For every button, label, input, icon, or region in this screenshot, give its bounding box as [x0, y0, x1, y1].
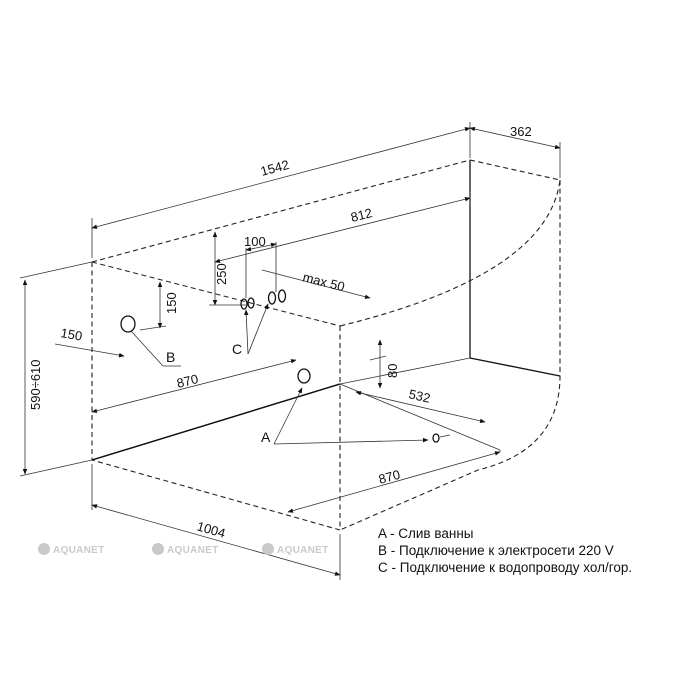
- dim-depth-side: 362: [469, 124, 561, 178]
- svg-text:AQUANET: AQUANET: [277, 545, 329, 556]
- dim-mixer-offset: 812: [214, 192, 471, 263]
- svg-text:AQUANET: AQUANET: [53, 545, 105, 556]
- dim-1004: 1004: [195, 518, 227, 540]
- legend-item-b: B - Подключение к электросети 220 V: [378, 543, 614, 558]
- dim-tap-spacing: 100: [244, 234, 277, 298]
- svg-text:AQUANET: AQUANET: [167, 545, 219, 556]
- watermark-logo: AQUANET: [38, 543, 105, 556]
- dim-590-610: 590÷610: [28, 359, 43, 410]
- legend-item-c: C - Подключение к водопроводу хол/гор.: [378, 560, 632, 575]
- dim-80: 80: [385, 364, 400, 378]
- dim-250: 250: [214, 263, 229, 285]
- dim-front-drain: 870: [91, 359, 297, 413]
- water-taps: C: [232, 289, 287, 357]
- watermark-logo: AQUANET: [262, 543, 329, 556]
- dim-drain-offset: 532: [355, 386, 486, 424]
- dim-150-vertical: 150: [164, 292, 179, 314]
- dim-total-length: 1542: [91, 122, 471, 258]
- dim-bottom-length: 870: [287, 450, 501, 513]
- watermarks: AQUANET AQUANET AQUANET: [38, 543, 329, 556]
- dim-870-front: 870: [175, 371, 200, 391]
- dim-812: 812: [349, 205, 374, 225]
- dim-100: 100: [244, 234, 266, 249]
- legend: A - Слив ванны B - Подключение к электро…: [378, 526, 632, 575]
- dim-socket-height: 150: [139, 281, 179, 331]
- point-b-label: B: [166, 349, 175, 365]
- drain: 80: [297, 339, 400, 389]
- point-a-label: A: [261, 429, 271, 445]
- dim-max-50: max 50: [301, 269, 346, 294]
- dim-socket-side: 150: [54, 325, 125, 358]
- dim-870-bottom: 870: [377, 467, 402, 487]
- dim-1542: 1542: [259, 157, 291, 179]
- watermark-logo: AQUANET: [152, 543, 219, 556]
- dim-tap-height: 250: [209, 231, 246, 306]
- electric-socket: B: [120, 315, 181, 367]
- dim-height: 590÷610: [19, 261, 93, 477]
- dim-150-side: 150: [59, 325, 83, 344]
- dim-width: 1004: [91, 464, 341, 580]
- point-c-label: C: [232, 341, 242, 357]
- dim-532: 532: [407, 386, 432, 405]
- legend-item-a: A - Слив ванны: [378, 526, 474, 541]
- point-a-pointers: A: [261, 387, 451, 445]
- dim-362: 362: [510, 124, 532, 139]
- bathtub-outline: [91, 159, 561, 531]
